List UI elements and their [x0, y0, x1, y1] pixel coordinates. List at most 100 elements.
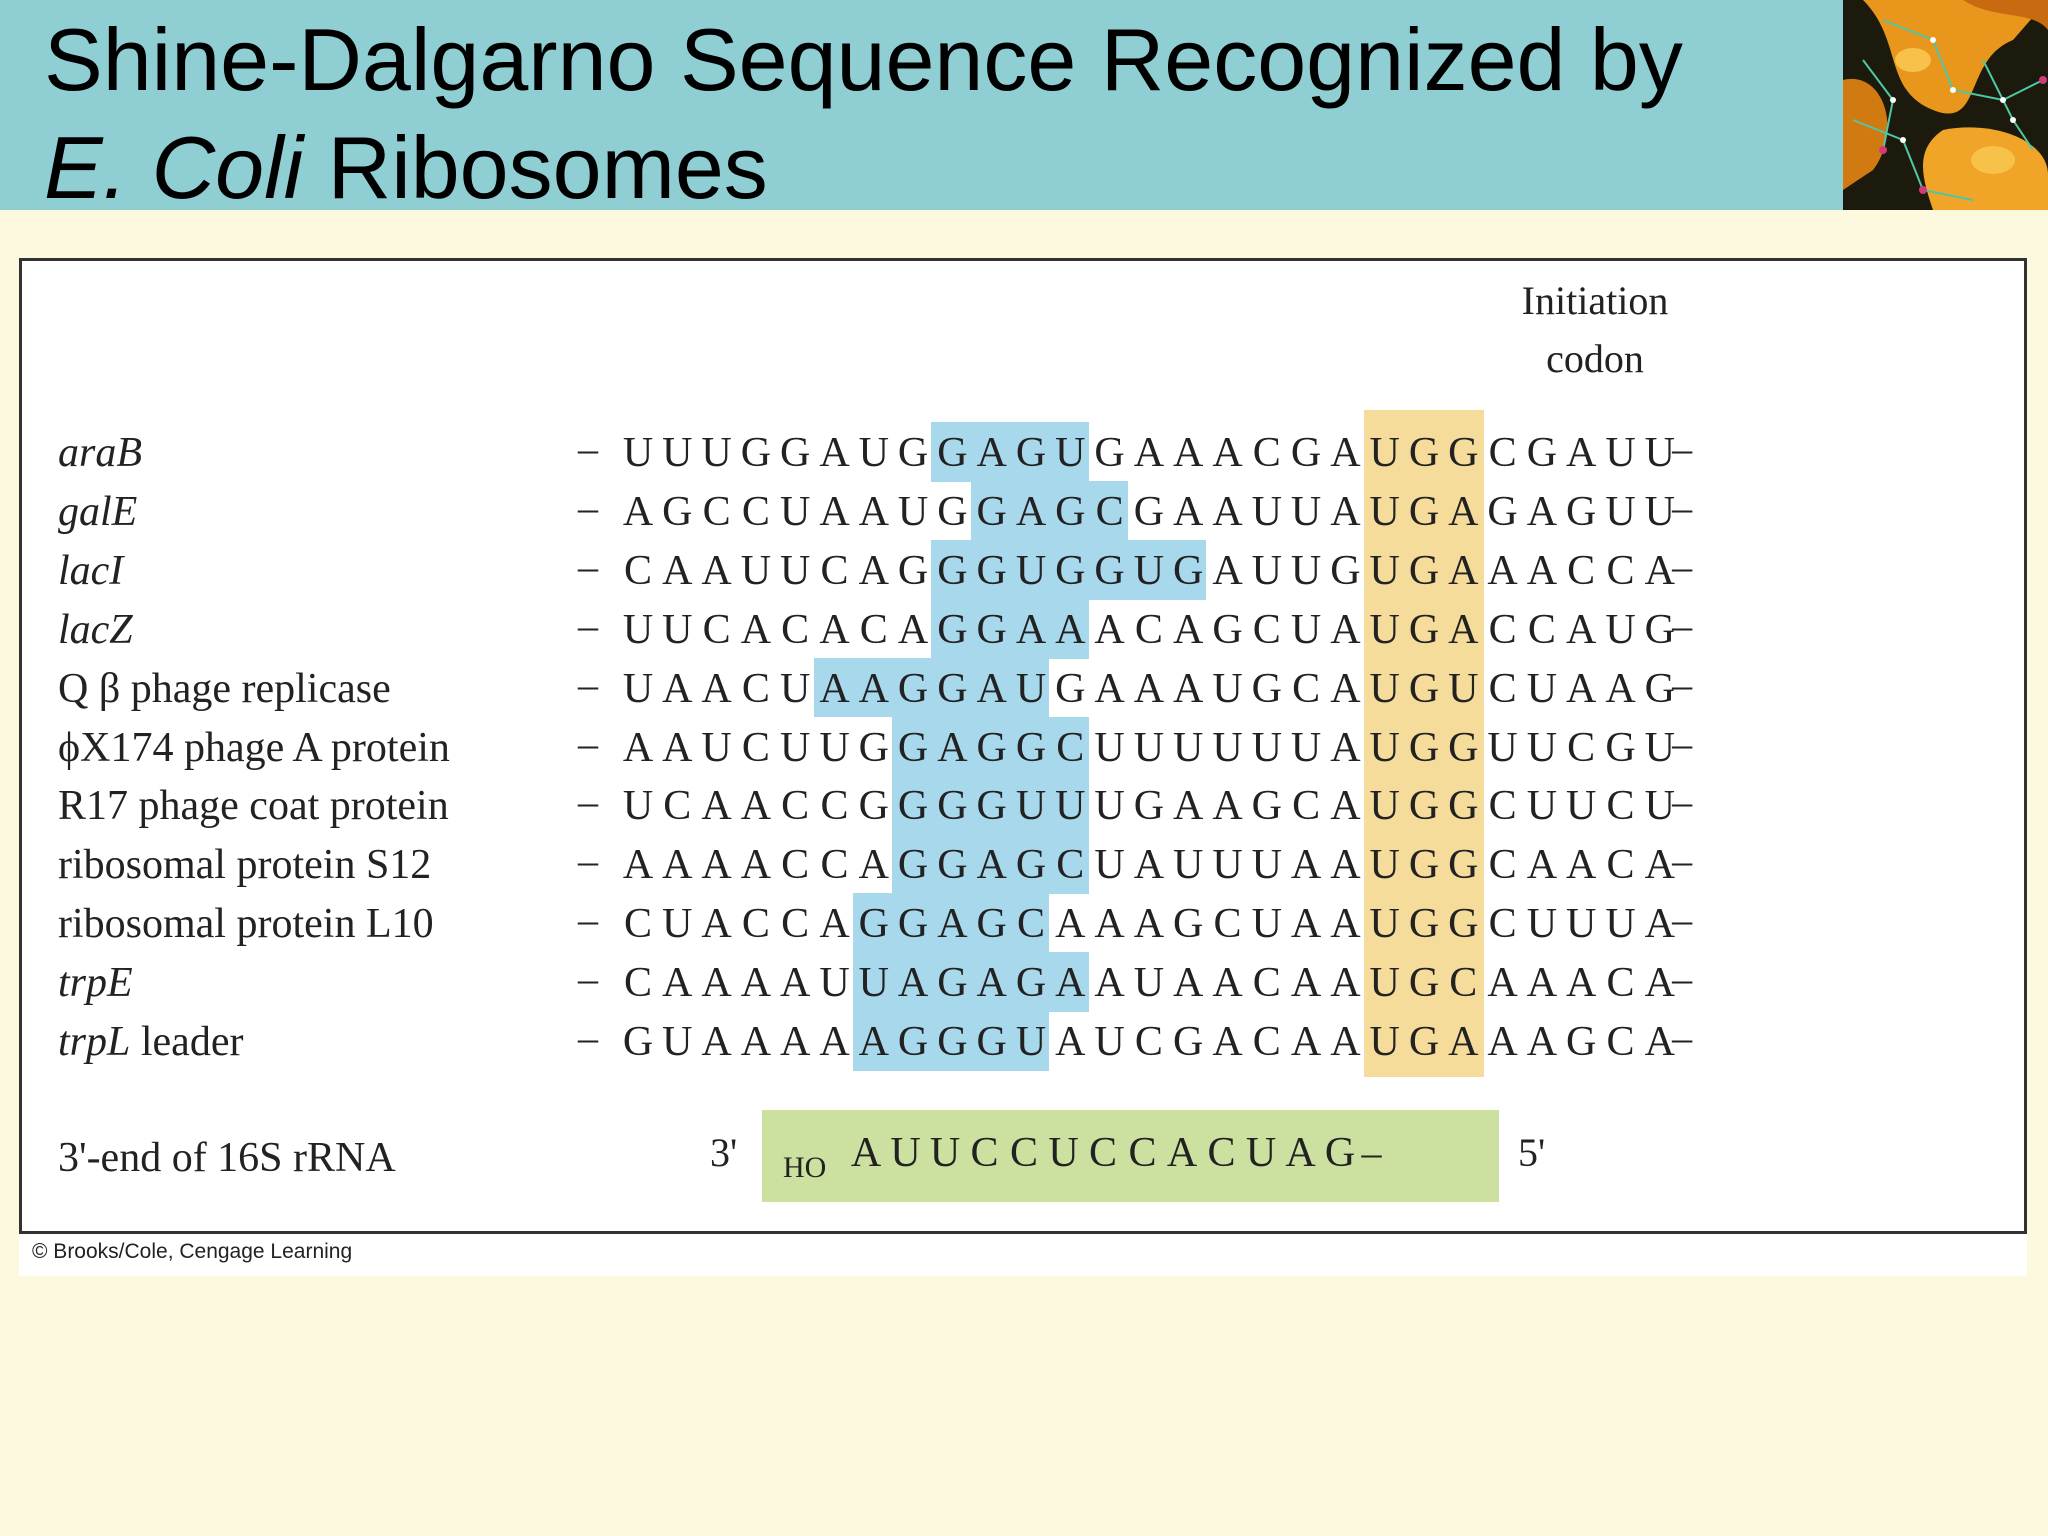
nucleotide: U [1094, 724, 1125, 771]
nucleotide: C [781, 783, 810, 830]
nucleotide: U [701, 430, 732, 476]
nucleotide: U [1369, 960, 1400, 1007]
nucleotide: U [780, 488, 811, 535]
rrna-nucleotide: C [970, 1130, 999, 1176]
nucleotide: C [859, 606, 888, 653]
nucleotide: G [1448, 783, 1479, 830]
nucleotide: U [1566, 783, 1597, 830]
nucleotide: U [662, 1019, 693, 1065]
nucleotide: G [1251, 665, 1282, 712]
nucleotide: U [1487, 724, 1518, 771]
nucleotide: G [1173, 547, 1204, 594]
rrna-highlight [762, 1110, 1499, 1202]
nucleotide: A [1487, 1019, 1518, 1065]
gene-label: Q β phage replicase [58, 664, 391, 714]
nucleotide: G [897, 842, 929, 889]
nucleotide: U [1369, 1019, 1400, 1065]
nucleotide: A [740, 1019, 772, 1065]
gene-name: araB [58, 430, 142, 476]
nucleotide: A [1526, 842, 1558, 889]
nucleotide: G [976, 606, 1007, 653]
nucleotide: U [1251, 901, 1282, 948]
nucleotide: C [1252, 606, 1281, 653]
nucleotide: G [1448, 724, 1479, 771]
nucleotide: A [1015, 606, 1047, 653]
nucleotide: C [741, 901, 770, 948]
nucleotide: A [1526, 960, 1558, 1007]
nucleotide: A [701, 842, 732, 889]
nucleotide: U [1055, 430, 1086, 476]
nucleotide: G [1526, 430, 1558, 476]
nucleotide: C [1252, 960, 1281, 1007]
nucleotide: G [1408, 665, 1440, 712]
nucleotide: U [1094, 1019, 1125, 1065]
nucleotide: G [740, 430, 772, 476]
nucleotide: G [1408, 430, 1440, 476]
nucleotide: G [937, 547, 968, 594]
nucleotide: C [702, 488, 731, 535]
nucleotide: U [1133, 960, 1165, 1007]
rrna-three-prime: 3' [710, 1130, 738, 1175]
nucleotide: U [662, 901, 693, 948]
nucleotide: C [663, 783, 692, 830]
nucleotide: A [701, 783, 732, 830]
nucleotide: G [897, 430, 929, 476]
nucleotide: U [1605, 488, 1636, 535]
nucleotide: U [1015, 1019, 1047, 1065]
gene-name: galE [58, 488, 138, 535]
nucleotide: G [662, 488, 693, 535]
copyright-credit: © Brooks/Cole, Cengage Learning [32, 1240, 353, 1263]
nucleotide: G [937, 783, 968, 830]
shine-dalgarno-highlight [892, 716, 1089, 777]
nucleotide: A [1330, 430, 1361, 476]
nucleotide: U [1290, 606, 1322, 653]
sequence-end-dash: – [1672, 838, 1693, 884]
rrna-nucleotide: G [1324, 1130, 1356, 1176]
nucleotide: C [820, 842, 849, 889]
rrna-nucleotide: C [1207, 1130, 1236, 1176]
nucleotide: G [622, 1019, 654, 1065]
rrna-nucleotide: U [1048, 1130, 1079, 1176]
nucleotide: A [1212, 960, 1243, 1007]
nucleotide: U [622, 430, 654, 476]
nucleotide: G [1644, 606, 1675, 653]
gene-label: R17 phage coat protein [58, 781, 449, 831]
nucleotide: A [1290, 842, 1322, 889]
nucleotide: U [662, 430, 693, 476]
nucleotide: A [1015, 488, 1047, 535]
nucleotide: U [1133, 547, 1165, 594]
nucleotide: A [1644, 842, 1675, 889]
sequence-end-dash: – [1672, 956, 1693, 1002]
nucleotide: G [1408, 842, 1440, 889]
sequence-end-dash: – [1672, 661, 1693, 707]
nucleotide: U [1526, 901, 1558, 948]
nucleotide: A [1133, 430, 1165, 476]
nucleotide: U [662, 606, 693, 653]
title-rest-part: Ribosomes [303, 118, 768, 217]
nucleotide: C [781, 606, 810, 653]
nucleotide: G [1055, 488, 1086, 535]
nucleotide: U [1251, 488, 1282, 535]
nucleotide: U [1526, 665, 1558, 712]
nucleotide: C [820, 783, 849, 830]
gene-name: lacI [58, 547, 124, 594]
nucleotide: A [1173, 606, 1204, 653]
nucleotide: A [1566, 430, 1597, 476]
nucleotide: C [1488, 665, 1517, 712]
nucleotide: A [1330, 724, 1361, 771]
shine-dalgarno-highlight [813, 657, 1050, 718]
nucleotide: G [1015, 430, 1047, 476]
nucleotide: G [780, 430, 811, 476]
nucleotide: A [662, 960, 693, 1007]
nucleotide: G [1055, 665, 1086, 712]
nucleotide: G [1094, 547, 1125, 594]
nucleotide: A [858, 488, 889, 535]
nucleotide: G [976, 724, 1007, 771]
gene-label: galE [58, 487, 137, 537]
sequence-end-dash: – [1672, 426, 1693, 471]
shine-dalgarno-highlight [852, 952, 1089, 1012]
nucleotide: C [1252, 430, 1281, 476]
nucleotide: A [622, 724, 654, 771]
nucleotide: U [622, 606, 654, 653]
nucleotide: U [1212, 842, 1243, 889]
